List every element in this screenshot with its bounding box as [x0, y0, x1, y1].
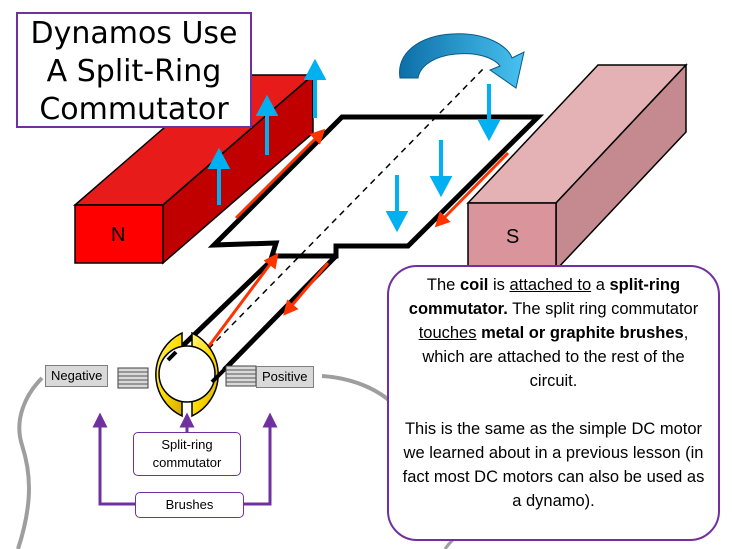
negative-label: Negative: [45, 365, 109, 387]
north-magnet: [72, 73, 316, 265]
coil-term: coil: [459, 276, 489, 294]
touches-term: touches: [418, 324, 477, 342]
split-ring-label-line-1: Split-ring: [161, 437, 213, 452]
current-arrows: [204, 128, 510, 351]
split-ring-commutator: [155, 331, 226, 418]
title-box: Dynamos Use A Split-Ring Commutator: [16, 12, 252, 128]
title-line-3: Commutator: [39, 92, 229, 127]
north-magnet-face: [74, 204, 164, 264]
south-pole-label: S: [506, 226, 520, 248]
south-magnet-face: [467, 202, 557, 271]
title-line-1: Dynamos Use: [30, 16, 238, 51]
split-ring-commutator-term: split-ring commutator.: [408, 276, 681, 318]
north-pole-label: N: [111, 224, 126, 246]
rotation-axis: [177, 65, 487, 381]
brushes: [117, 365, 257, 389]
rotation-arrow: [399, 33, 525, 89]
field-arrows: [207, 58, 501, 233]
pointer-arrows: [92, 412, 278, 506]
brush-right: [225, 365, 257, 387]
brush-left: [117, 367, 149, 389]
split-ring-label-line-2: commutator: [152, 455, 222, 470]
info-paragraph-1: The coil is attached to a split-ring com…: [408, 276, 699, 390]
attached-to-term: attached to: [509, 276, 592, 294]
metal-graphite-brushes-term: metal or graphite brushes: [481, 324, 684, 342]
info-box: The coil is attached to a split-ring com…: [387, 265, 720, 541]
brushes-label: Brushes: [135, 492, 244, 518]
split-ring-commutator-label: Split-ring commutator: [133, 432, 241, 476]
south-magnet: [466, 63, 688, 272]
coil-loop: [207, 114, 545, 259]
info-paragraph-2: This is the same as the simple DC motor …: [402, 420, 705, 510]
positive-label: Positive: [256, 366, 314, 388]
title-line-2: A Split-Ring: [46, 54, 222, 89]
external-wire-left: [16, 376, 44, 549]
